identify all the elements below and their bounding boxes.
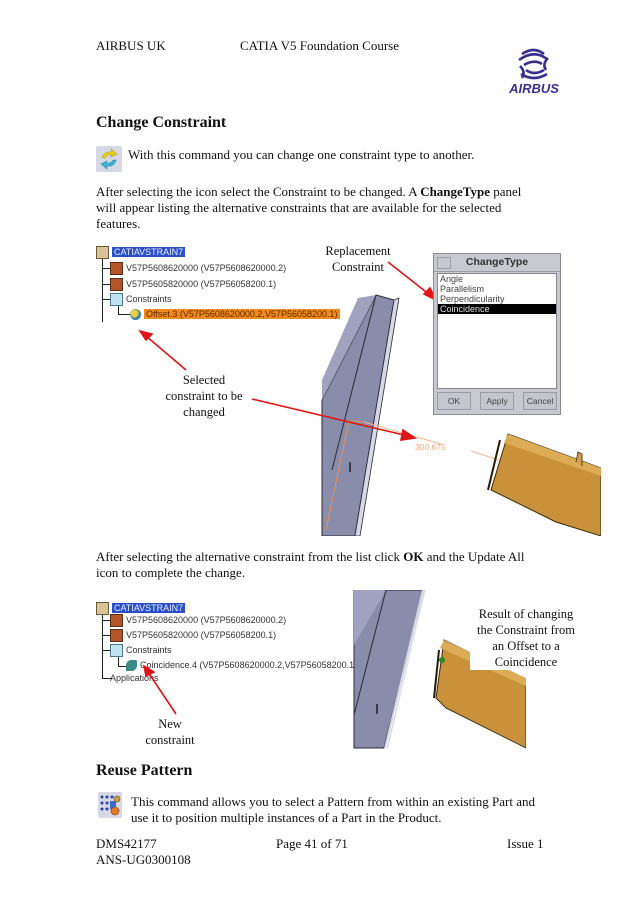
tree-node-offset-selected[interactable]: Offset.3 (V57P5608620000.2,V57P56058200.… <box>130 308 340 321</box>
option-perpendicularity[interactable]: Perpendicularity <box>440 294 505 304</box>
callout-replacement-constraint: Replacement Constraint <box>325 244 391 274</box>
option-parallelism[interactable]: Parallelism <box>440 284 485 294</box>
figure-1-illustration: 300.675 <box>138 261 601 536</box>
change-constraint-icon <box>96 146 122 172</box>
footer-doc-ref: ANS-UG0300108 <box>96 852 191 867</box>
part-icon <box>110 614 123 628</box>
constraint-type-list[interactable]: Angle Parallelism Perpendicularity Coinc… <box>437 273 557 389</box>
minimize-icon[interactable] <box>437 257 451 269</box>
dimension-value: 300.675 <box>415 442 446 452</box>
footer-issue: Issue 1 <box>507 836 544 851</box>
footer-doc-id: DMS42177 <box>96 836 157 851</box>
tree-node-part-1[interactable]: V57P5608620000 (V57P5608620000.2) <box>110 262 286 276</box>
section-title-reuse-pattern: Reuse Pattern <box>96 762 193 779</box>
cancel-button[interactable]: Cancel <box>523 392 557 410</box>
ok-button[interactable]: OK <box>437 392 471 410</box>
callout-result: Result of changing the Constraint from a… <box>470 606 582 670</box>
airbus-logo: AIRBUS <box>500 44 568 96</box>
header-company: AIRBUS UK <box>96 38 166 53</box>
coincidence-constraint-icon <box>126 660 137 672</box>
figure-2-illustration <box>142 590 526 749</box>
tree-node-part-1[interactable]: V57P5608620000 (V57P5608620000.2) <box>110 614 286 628</box>
footer-page-number: Page 41 of 71 <box>276 836 348 851</box>
tree-node-applications[interactable]: Applications <box>110 673 159 683</box>
intro-text: With this command you can change one con… <box>128 147 475 162</box>
paragraph-2: After selecting the alternative constrai… <box>96 549 525 580</box>
tree-node-part-2[interactable]: V57P5605820000 (V57P56058200.1) <box>110 629 276 643</box>
product-icon <box>96 246 109 260</box>
tree-node-constraints[interactable]: Constraints <box>110 644 172 658</box>
option-angle[interactable]: Angle <box>440 274 464 284</box>
reuse-pattern-icon <box>98 792 122 818</box>
offset-constraint-icon <box>130 309 141 321</box>
section-title-change-constraint: Change Constraint <box>96 114 227 131</box>
constraints-icon <box>110 293 123 307</box>
specification-tree-2: CATIAVSTRAIN7 V57P5608620000 (V57P560862… <box>96 600 357 684</box>
product-icon <box>96 602 109 616</box>
part-icon <box>110 629 123 643</box>
apply-button[interactable]: Apply <box>480 392 514 410</box>
specification-tree-1: CATIAVSTRAIN7 V57P5608620000 (V57P560862… <box>96 244 340 324</box>
part-icon <box>110 278 123 292</box>
airbus-logo-icon: AIRBUS <box>508 48 559 96</box>
svg-text:AIRBUS: AIRBUS <box>508 81 559 96</box>
changetype-dialog: ChangeType Angle Parallelism Perpendicul… <box>433 253 561 415</box>
tree-node-part-2[interactable]: V57P5605820000 (V57P56058200.1) <box>110 278 276 292</box>
reuse-pattern-text: This command allows you to select a Patt… <box>131 794 536 825</box>
option-coincidence-selected[interactable]: Coincidence <box>438 304 556 314</box>
header-course-title: CATIA V5 Foundation Course <box>240 38 400 53</box>
tree-root[interactable]: CATIAVSTRAIN7 <box>96 246 186 260</box>
callout-new-constraint: New constraint <box>145 717 195 747</box>
tree-root[interactable]: CATIAVSTRAIN7 <box>96 602 186 616</box>
dialog-title-bar[interactable]: ChangeType <box>434 254 560 272</box>
part-icon <box>110 262 123 276</box>
constraints-icon <box>110 644 123 658</box>
callout-selected-constraint: Selected constraint to be changed <box>165 373 243 419</box>
paragraph-1: After selecting the icon select the Cons… <box>96 184 522 231</box>
tree-node-constraints[interactable]: Constraints <box>110 293 172 307</box>
tree-node-coincidence[interactable]: Coincidence.4 (V57P5608620000.2,V57P5605… <box>126 659 357 672</box>
